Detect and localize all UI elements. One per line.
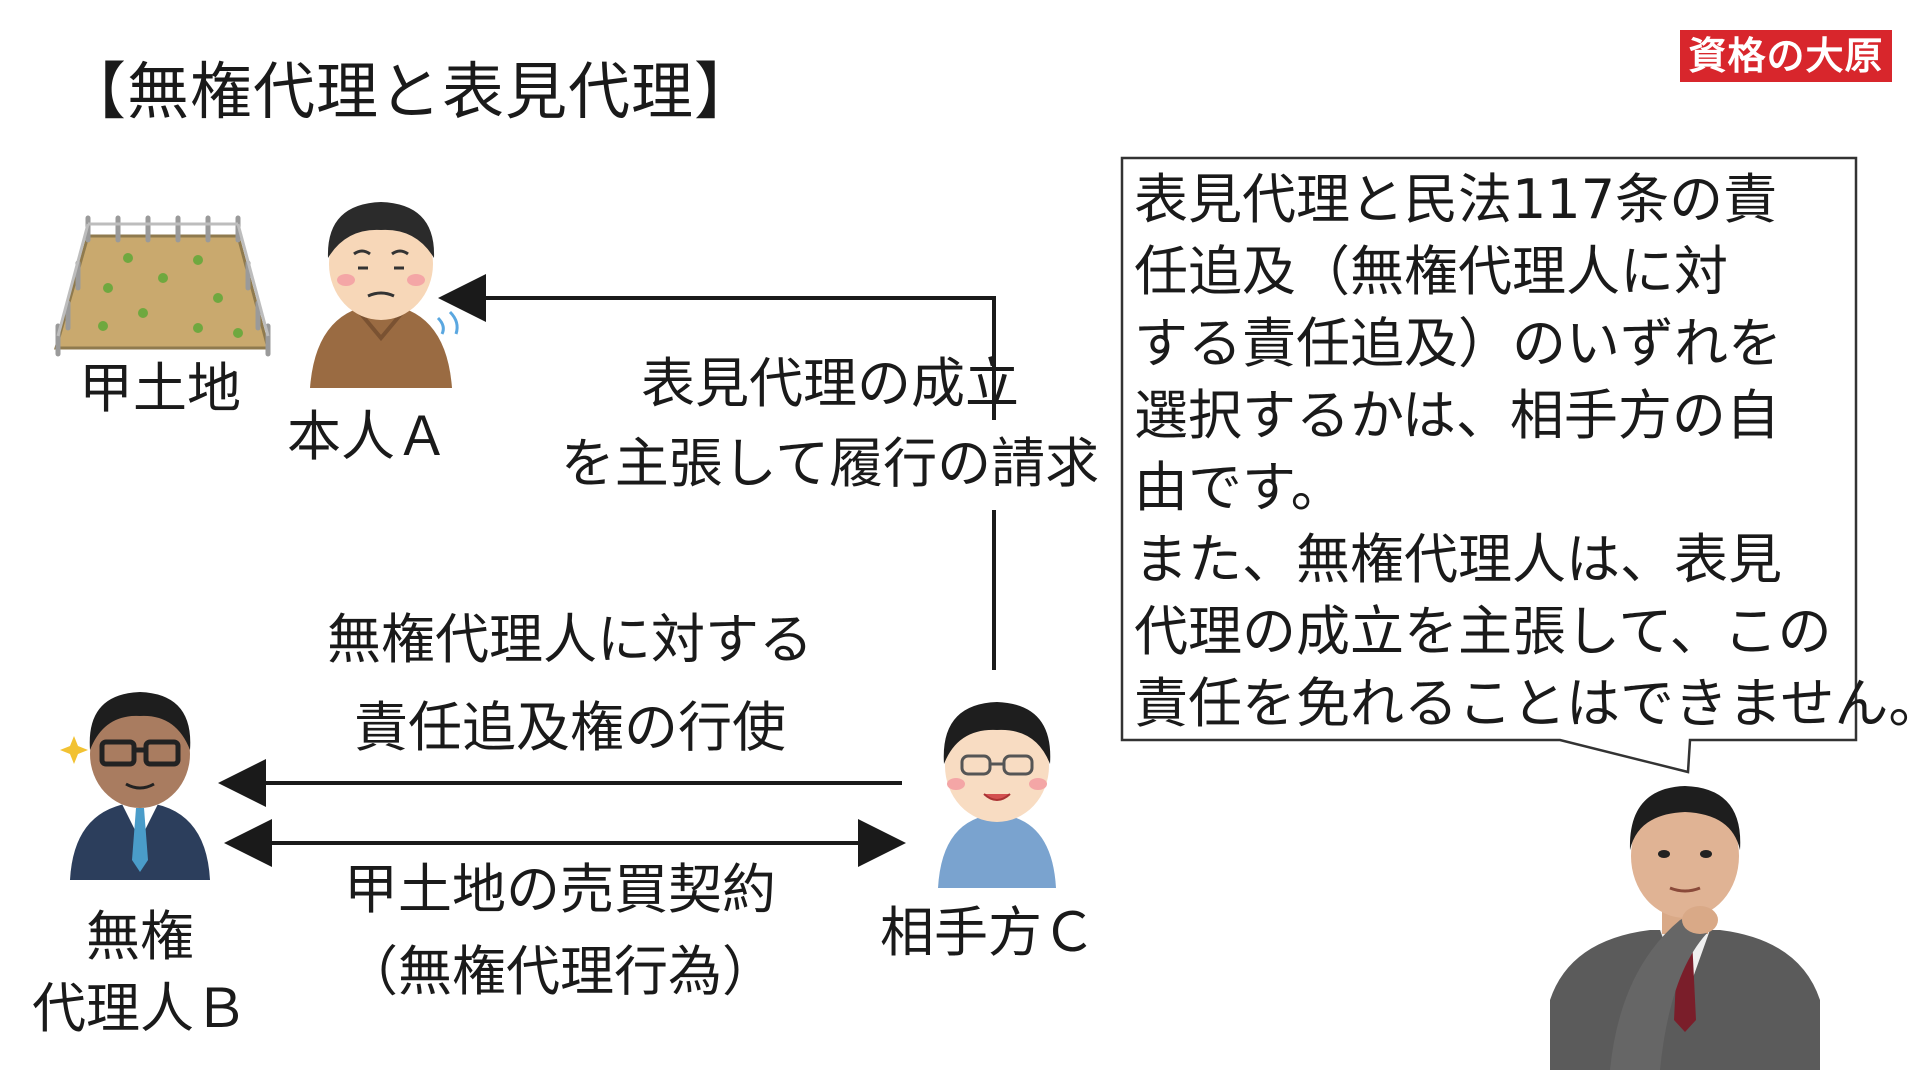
sale-contract-label-line1: 甲土地の売買契約 (344, 858, 776, 921)
agent-b-illustration (60, 692, 210, 880)
liability-label-line1: 無権代理人に対する (327, 608, 813, 671)
presenter-photo (1550, 786, 1820, 1070)
bubble-line: 任追及（無権代理人に対 (1134, 240, 1728, 303)
agent-label-line1: 無権 (86, 905, 194, 968)
land-label: 甲土地 (79, 357, 241, 420)
bubble-line: する責任追及）のいずれを (1134, 312, 1782, 375)
speech-bubble (1120, 156, 1858, 774)
principal-a-illustration (310, 202, 459, 388)
agent-label-line2: 代理人Ｂ (32, 977, 248, 1040)
speech-bubble-text: 表見代理と民法117条の責 任追及（無権代理人に対 する責任追及）のいずれを 選… (1134, 164, 1920, 740)
counterparty-label: 相手方Ｃ (880, 901, 1096, 964)
bubble-line: 選択するかは、相手方の自 (1134, 384, 1780, 447)
land-plot-illustration (54, 215, 271, 357)
sale-contract-label-line2: （無権代理行為） (344, 940, 776, 1003)
bubble-line: また、無権代理人は、表見 (1134, 528, 1782, 591)
apparent-agency-label-line1: 表見代理の成立 (641, 352, 1019, 415)
apparent-agency-label-line2: を主張して履行の請求 (560, 432, 1100, 495)
bubble-line: 由です。 (1134, 456, 1345, 519)
principal-label: 本人Ａ (287, 405, 449, 468)
liability-label-line2: 責任追及権の行使 (354, 696, 786, 759)
arrow-apparent-agency (438, 274, 996, 670)
counterparty-c-illustration (938, 702, 1056, 888)
bubble-line: 責任を免れることはできません。 (1134, 672, 1920, 735)
bubble-line: 代理の成立を主張して、この (1134, 600, 1832, 663)
brand-logo: 資格の大原 (1680, 30, 1892, 82)
bubble-line: 表見代理と民法117条の責 (1134, 168, 1778, 231)
page-title: 【無権代理と表見代理】 (64, 55, 758, 128)
